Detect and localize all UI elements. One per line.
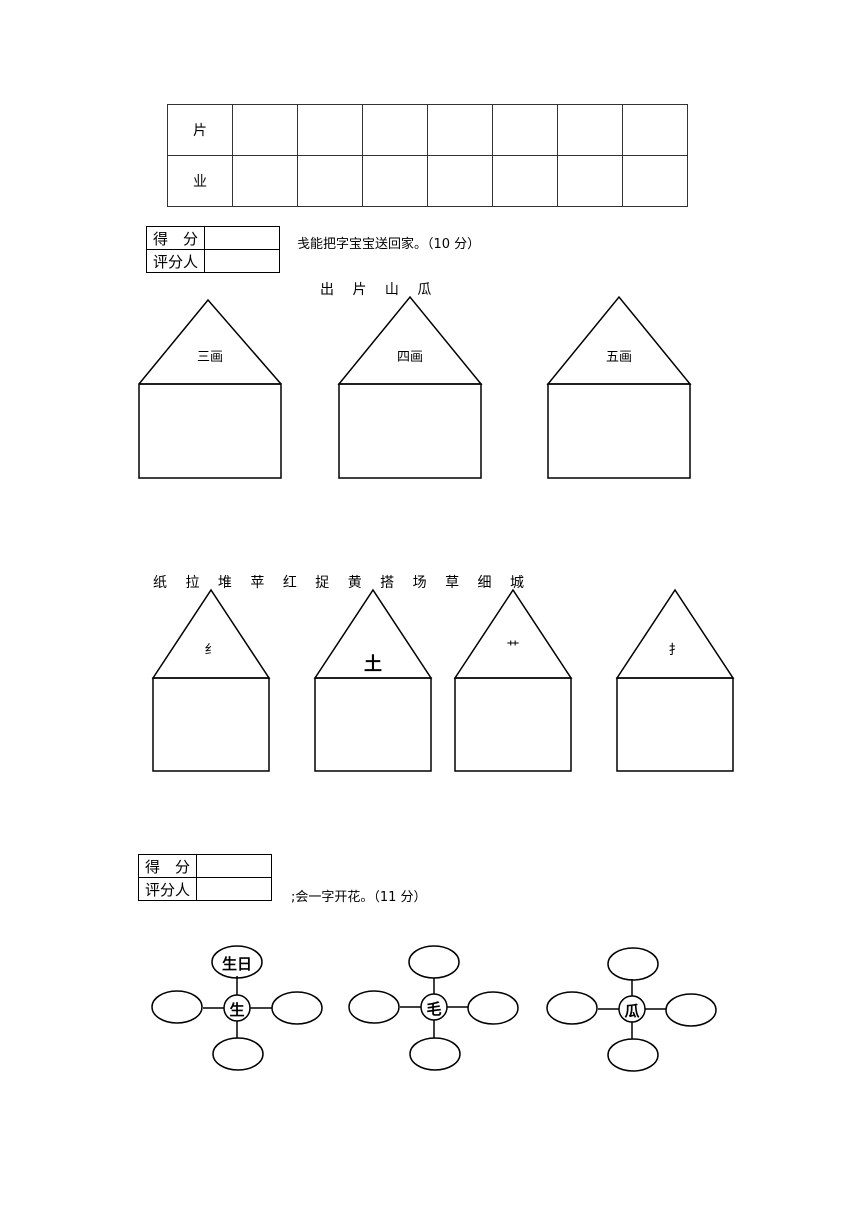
word: 黄 xyxy=(347,575,362,591)
house-body[interactable] xyxy=(138,383,282,479)
word-bank-1: 出 片 山 瓜 xyxy=(320,279,445,299)
house-roof xyxy=(546,295,692,385)
house-label: 纟 xyxy=(204,643,218,658)
word: 山 xyxy=(384,282,399,298)
grader-label: 评分人 xyxy=(145,249,206,273)
grid-cell[interactable] xyxy=(427,155,493,207)
house-roof xyxy=(453,588,573,679)
score-label: 得 分 xyxy=(145,226,206,250)
house-label: 艹 xyxy=(506,640,520,655)
grid-cell[interactable] xyxy=(297,155,363,207)
house-roof xyxy=(151,588,271,679)
grid-cell[interactable] xyxy=(557,155,623,207)
house-body xyxy=(152,677,270,772)
word: 片 xyxy=(352,282,367,298)
house-label: 土 xyxy=(364,654,382,675)
grid-cell[interactable] xyxy=(362,104,428,156)
score-box-2: 得 分 评分人 xyxy=(137,854,273,901)
word: 草 xyxy=(445,575,460,591)
house-roof xyxy=(337,295,483,385)
house-roof xyxy=(615,588,735,679)
flower-center-char: 毛 xyxy=(426,1000,442,1018)
word: 搭 xyxy=(380,575,395,591)
grader-label: 评分人 xyxy=(137,877,198,901)
grader-value[interactable] xyxy=(204,249,281,273)
flower-center-char: 生 xyxy=(229,1001,245,1019)
word-bank-2: 纸 拉 堆 苹 红 捉 黄 搭 场 草 细 城 xyxy=(153,572,538,592)
flower-3 xyxy=(546,947,717,1072)
house-label: 五画 xyxy=(605,350,632,365)
grid-row-char: 业 xyxy=(167,155,233,207)
grader-value[interactable] xyxy=(196,877,273,901)
score-value[interactable] xyxy=(196,854,273,878)
word: 纸 xyxy=(153,575,167,591)
section-title: ;会一字开花。（11 分） xyxy=(291,890,427,905)
word: 拉 xyxy=(185,575,200,591)
word: 瓜 xyxy=(417,282,432,298)
word: 场 xyxy=(412,575,427,591)
word: 捉 xyxy=(315,575,330,591)
flower-petal-text: 生日 xyxy=(221,955,252,973)
grid-cell[interactable] xyxy=(362,155,428,207)
house-body xyxy=(314,677,432,772)
house-roof xyxy=(138,298,282,385)
grid-cell[interactable] xyxy=(557,104,623,156)
grid-cell[interactable] xyxy=(232,155,298,207)
word: 堆 xyxy=(217,575,232,591)
word: 细 xyxy=(477,575,492,591)
word: 红 xyxy=(282,575,297,591)
word: 城 xyxy=(509,575,524,591)
house-body xyxy=(616,677,734,772)
house-body xyxy=(338,383,482,479)
score-box-1: 得 分 评分人 xyxy=(145,226,281,273)
score-value[interactable] xyxy=(204,226,281,250)
grid-row-pian: 片 xyxy=(167,104,688,156)
grid-cell[interactable] xyxy=(427,104,493,156)
flower-1 xyxy=(151,945,323,1071)
flower-2 xyxy=(348,945,519,1071)
house-label: 扌 xyxy=(668,643,682,658)
grid-row-ye: 业 xyxy=(167,155,688,207)
grid-cell[interactable] xyxy=(492,104,558,156)
word: 苹 xyxy=(250,575,265,591)
grid-cell[interactable] xyxy=(622,104,688,156)
grid-cell[interactable] xyxy=(622,155,688,207)
writing-grid: 片 业 xyxy=(167,104,688,207)
word: 出 xyxy=(320,282,334,298)
house-label: 四画 xyxy=(396,350,423,365)
grid-cell[interactable] xyxy=(232,104,298,156)
house-body xyxy=(547,383,691,479)
score-label: 得 分 xyxy=(137,854,198,878)
house-label: 三画 xyxy=(196,350,223,365)
flower-center-char: 瓜 xyxy=(624,1002,640,1020)
section-title: 戋能把字宝宝送回家。（10 分） xyxy=(297,237,481,252)
grid-row-char: 片 xyxy=(167,104,233,156)
house-body xyxy=(454,677,572,772)
